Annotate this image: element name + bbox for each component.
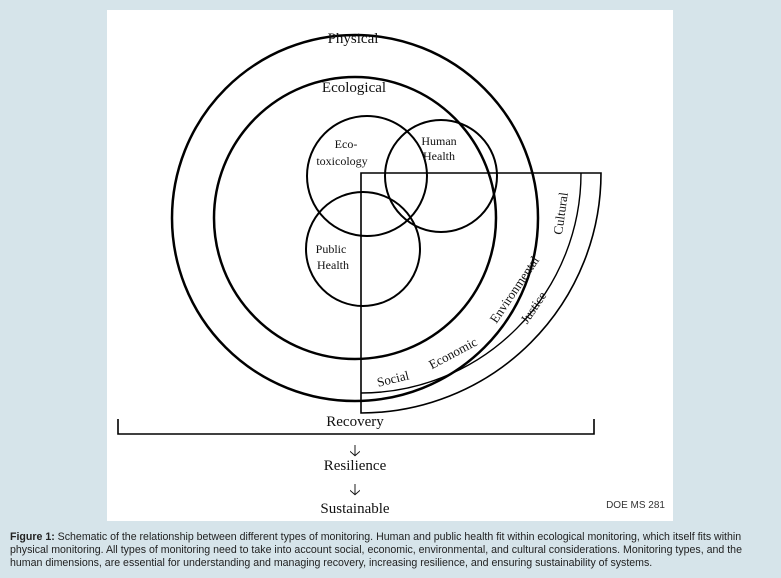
human-health-circle	[384, 119, 498, 233]
figure-caption: Figure 1: Schematic of the relationship …	[10, 531, 772, 570]
physical-label: Physical	[328, 31, 379, 47]
human-health-label-line2: Health	[423, 149, 455, 163]
ecological-label: Ecological	[322, 80, 386, 96]
ecotoxicology-circle	[306, 115, 428, 237]
public-health-circle	[305, 191, 421, 307]
recovery-label: Recovery	[326, 414, 384, 430]
ecological-circle	[212, 75, 498, 361]
ecotoxicology-label-line1: Eco-	[335, 137, 358, 151]
recovery-bracket	[117, 419, 595, 435]
ecotoxicology-label-line2: toxicology	[316, 154, 367, 168]
down-arrow-icon: 🡣	[349, 443, 361, 460]
document-id: DOE MS 281	[606, 500, 665, 511]
resilience-label: Resilience	[324, 458, 387, 474]
economic-label: Economic	[426, 334, 480, 372]
public-health-label-line2: Health	[317, 258, 349, 272]
public-health-label-line1: Public	[316, 242, 347, 256]
caption-text: Schematic of the relationship between di…	[10, 531, 742, 569]
figure-panel: Physical Ecological Eco- toxicology Huma…	[107, 10, 673, 521]
physical-circle	[170, 33, 540, 403]
sustainable-label: Sustainable	[320, 501, 389, 517]
monitoring-diagram: Physical Ecological Eco- toxicology Huma…	[117, 31, 602, 517]
human-health-label-line1: Human	[421, 134, 456, 148]
human-dimensions-inner-arc	[360, 172, 582, 394]
social-label: Social	[375, 367, 411, 390]
down-arrow-icon: 🡣	[349, 482, 361, 499]
human-dimensions-sector	[360, 172, 602, 414]
cultural-label: Cultural	[550, 191, 571, 236]
caption-label: Figure 1:	[10, 531, 55, 543]
